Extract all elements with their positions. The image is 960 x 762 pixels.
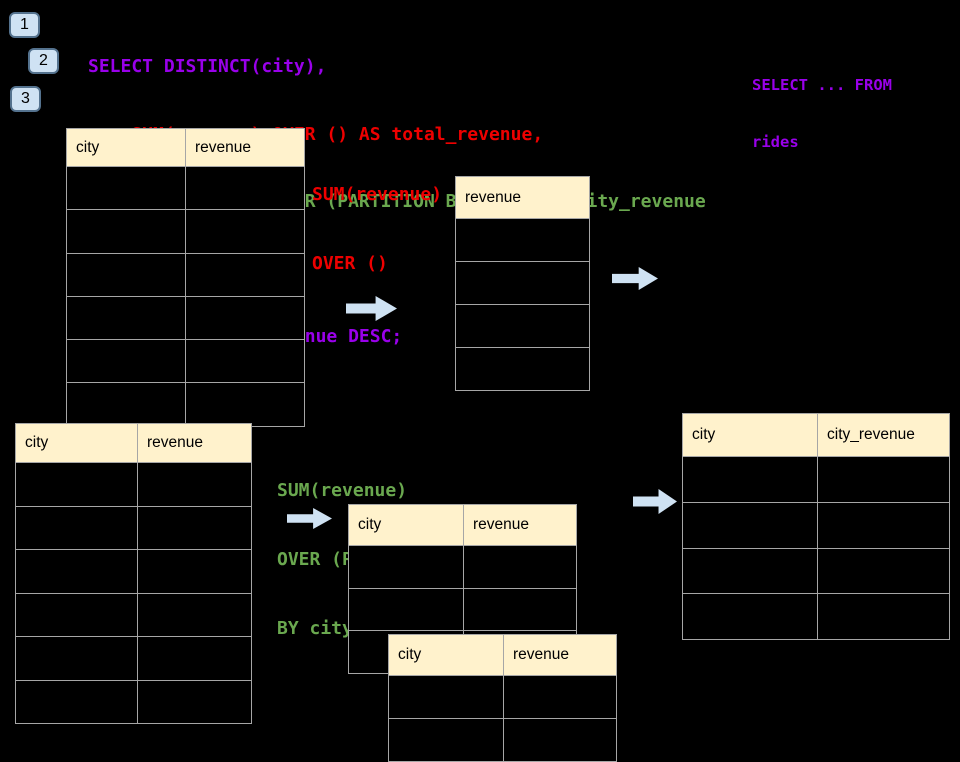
table-row <box>15 636 252 681</box>
table-row <box>66 209 305 254</box>
annotation-total-revenue: SUM(revenue) OVER () <box>312 137 442 298</box>
total-revenue-table: revenue <box>455 176 590 391</box>
side-note-line-1: SELECT ... FROM <box>752 76 892 94</box>
table-row <box>66 382 305 427</box>
source-table-top: city revenue <box>66 128 305 427</box>
table-row <box>15 505 252 550</box>
table-row <box>66 252 305 297</box>
header-cell-revenue: revenue <box>503 634 617 676</box>
table-row <box>15 549 252 594</box>
source-table-bottom: city revenue <box>15 423 252 724</box>
table-row <box>66 165 305 211</box>
table-row <box>348 545 577 589</box>
table-row <box>682 456 950 503</box>
side-note-select-from-rides: SELECT ... FROM rides <box>752 38 892 171</box>
annotation-partition-line-1: SUM(revenue) <box>277 480 408 501</box>
partition-table-front: city revenue <box>388 634 617 762</box>
header-cell-city: city <box>682 413 818 457</box>
header-cell-city: city <box>388 634 504 676</box>
table-row <box>455 218 590 262</box>
step-badge-3: 3 <box>10 86 41 112</box>
result-table: city city_revenue <box>682 413 950 641</box>
table-row <box>15 592 252 637</box>
table-row <box>682 501 950 549</box>
table-row <box>15 462 252 507</box>
header-cell-city: city <box>66 128 186 167</box>
flow-arrow-right-icon <box>633 489 677 514</box>
header-cell-revenue: revenue <box>185 128 305 167</box>
table-row <box>66 339 305 384</box>
table-row <box>455 261 590 305</box>
header-cell-revenue: revenue <box>463 504 577 546</box>
header-cell-revenue: revenue <box>455 176 590 219</box>
step-badge-2: 2 <box>28 48 59 74</box>
table-row <box>66 295 305 341</box>
table-row <box>15 679 252 724</box>
table-row <box>388 675 617 719</box>
header-cell-city: city <box>348 504 464 546</box>
annotation-total-line-2: OVER () <box>312 253 388 274</box>
step-badge-1: 1 <box>9 12 40 38</box>
table-row <box>682 593 950 641</box>
header-cell-revenue: revenue <box>137 423 252 463</box>
table-row <box>388 718 617 762</box>
annotation-total-line-1: SUM(revenue) <box>312 184 443 205</box>
side-note-line-2: rides <box>752 133 799 151</box>
table-row <box>455 304 590 348</box>
header-cell-city-revenue: city_revenue <box>817 413 950 457</box>
table-row <box>348 587 577 631</box>
header-cell-city: city <box>15 423 138 463</box>
table-row <box>682 547 950 595</box>
table-row <box>455 347 590 391</box>
sql-line-select: SELECT DISTINCT(city), <box>88 56 327 77</box>
